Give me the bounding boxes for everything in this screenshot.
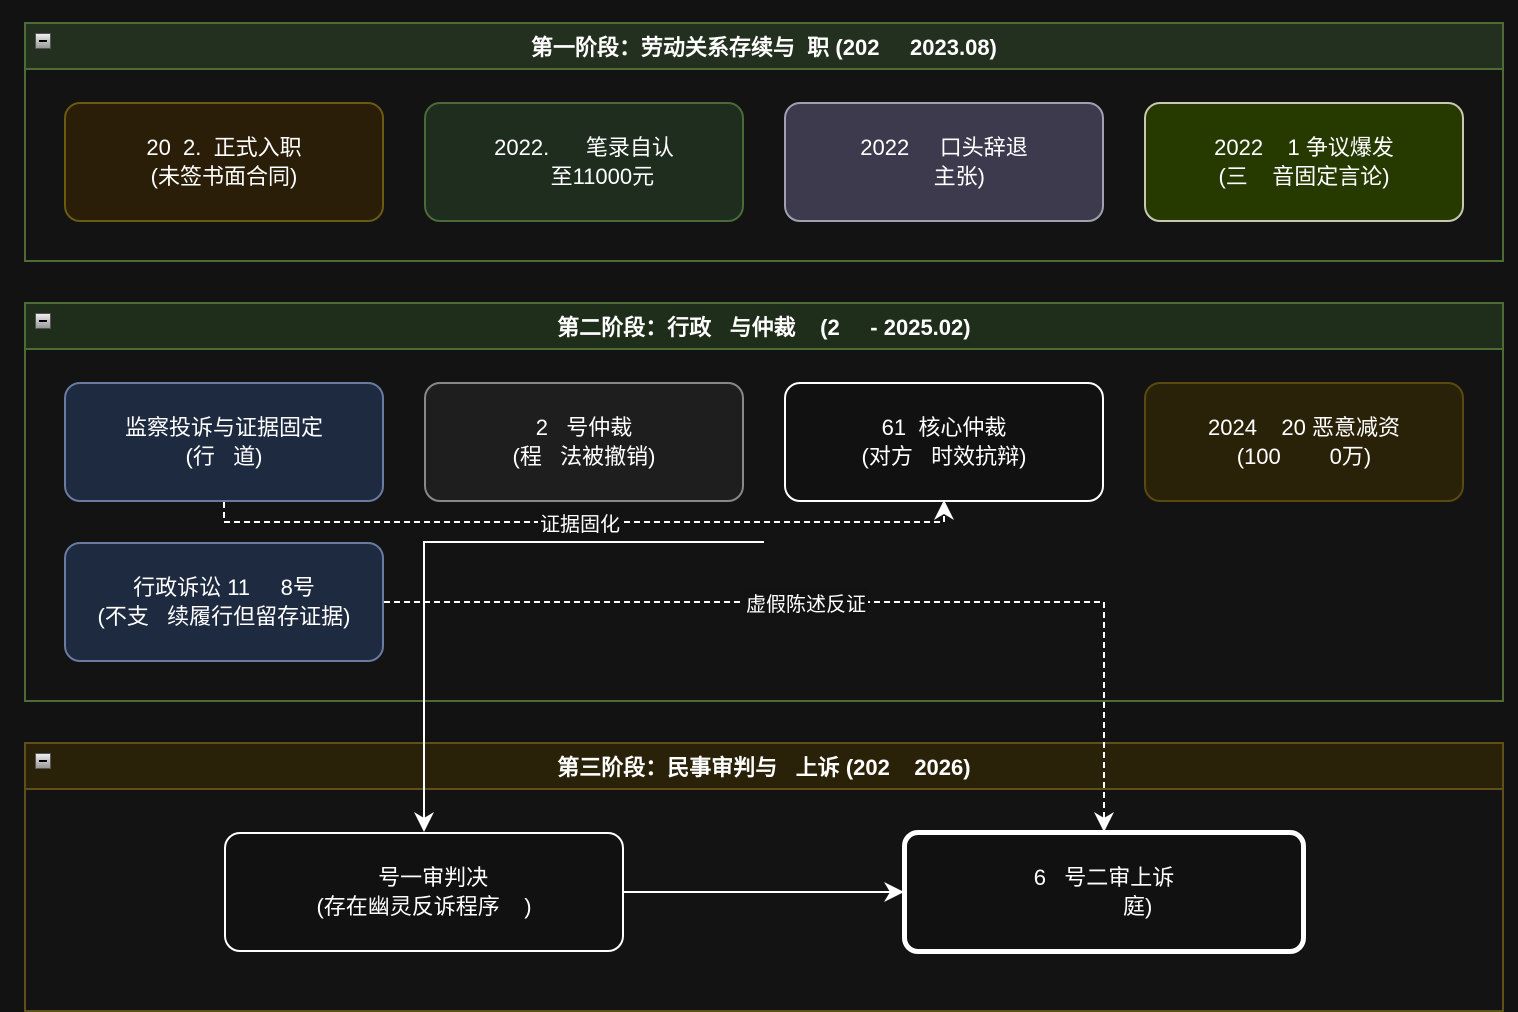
node-first-instance[interactable]: 号一审判决 (存在幽灵反诉程序 )	[224, 832, 624, 952]
node-inspection[interactable]: 监察投诉与证据固定 (行 道)	[64, 382, 384, 502]
node-text: (未签书面合同)	[150, 164, 298, 189]
node-text: 61 核心仲裁	[881, 415, 1007, 440]
node-text: 主张)	[903, 164, 985, 189]
node-text: (程 法被撤销)	[512, 444, 656, 469]
node-text: (对方 时效抗辩)	[861, 444, 1027, 469]
stage-3-title: 第三阶段：民事审判与 上诉 (202 2026)	[557, 755, 971, 780]
node-arbitration-revoked[interactable]: 2 号仲裁 (程 法被撤销)	[424, 382, 744, 502]
edge-label-evidence: 证据固化	[538, 508, 622, 537]
edge-label-false-statement: 虚假陈述反证	[744, 588, 868, 617]
node-text: (三 音固定言论)	[1218, 164, 1390, 189]
node-text: 2022 1 争议爆发	[1214, 135, 1394, 160]
node-employment[interactable]: 20 2. 正式入职 (未签书面合同)	[64, 102, 384, 222]
stage-1-title: 第一阶段：劳动关系存续与 职 (202 2023.08)	[531, 35, 997, 60]
node-text: 行政诉讼 11 8号	[133, 575, 315, 600]
stage-2-header: 第二阶段：行政 与仲裁 (2 - 2025.02)	[26, 304, 1502, 350]
node-admin-litigation[interactable]: 行政诉讼 11 8号 (不支 续履行但留存证据)	[64, 542, 384, 662]
node-text: (存在幽灵反诉程序 )	[316, 894, 532, 919]
collapse-icon[interactable]	[35, 313, 51, 329]
node-text: 2 号仲裁	[535, 415, 633, 440]
node-text: 2022 口头辞退	[860, 135, 1028, 160]
node-text: 至11000元	[513, 164, 655, 189]
node-second-instance[interactable]: 6 号二审上诉 庭)	[902, 830, 1306, 954]
node-text: 庭)	[1055, 894, 1153, 919]
node-dispute[interactable]: 2022 1 争议爆发 (三 音固定言论)	[1144, 102, 1464, 222]
collapse-icon[interactable]	[35, 33, 51, 49]
node-core-arbitration[interactable]: 61 核心仲裁 (对方 时效抗辩)	[784, 382, 1104, 502]
stage-2-container: 第二阶段：行政 与仲裁 (2 - 2025.02)	[24, 302, 1504, 702]
node-text: 6 号二审上诉	[1033, 865, 1175, 890]
stage-3-container: 第三阶段：民事审判与 上诉 (202 2026)	[24, 742, 1504, 1012]
node-text: 2024 20 恶意减资	[1208, 415, 1400, 440]
collapse-icon[interactable]	[35, 753, 51, 769]
node-transcript[interactable]: 2022. 笔录自认 至11000元	[424, 102, 744, 222]
stage-1-header: 第一阶段：劳动关系存续与 职 (202 2023.08)	[26, 24, 1502, 70]
node-text: (不支 续履行但留存证据)	[97, 604, 351, 629]
stage-3-header: 第三阶段：民事审判与 上诉 (202 2026)	[26, 744, 1502, 790]
node-text: 20 2. 正式入职	[146, 135, 302, 160]
node-text: 2022. 笔录自认	[494, 135, 674, 160]
node-text: (行 道)	[185, 444, 263, 469]
node-dismissal[interactable]: 2022 口头辞退 主张)	[784, 102, 1104, 222]
node-capital-reduction[interactable]: 2024 20 恶意减资 (100 0万)	[1144, 382, 1464, 502]
edge-false-statement	[384, 601, 1114, 832]
node-text: 监察投诉与证据固定	[124, 415, 323, 440]
stage-2-title: 第二阶段：行政 与仲裁 (2 - 2025.02)	[557, 315, 971, 340]
node-text: 号一审判决	[359, 865, 489, 890]
edge-to-first-instance	[414, 541, 764, 832]
node-text: (100 0万)	[1236, 444, 1372, 469]
